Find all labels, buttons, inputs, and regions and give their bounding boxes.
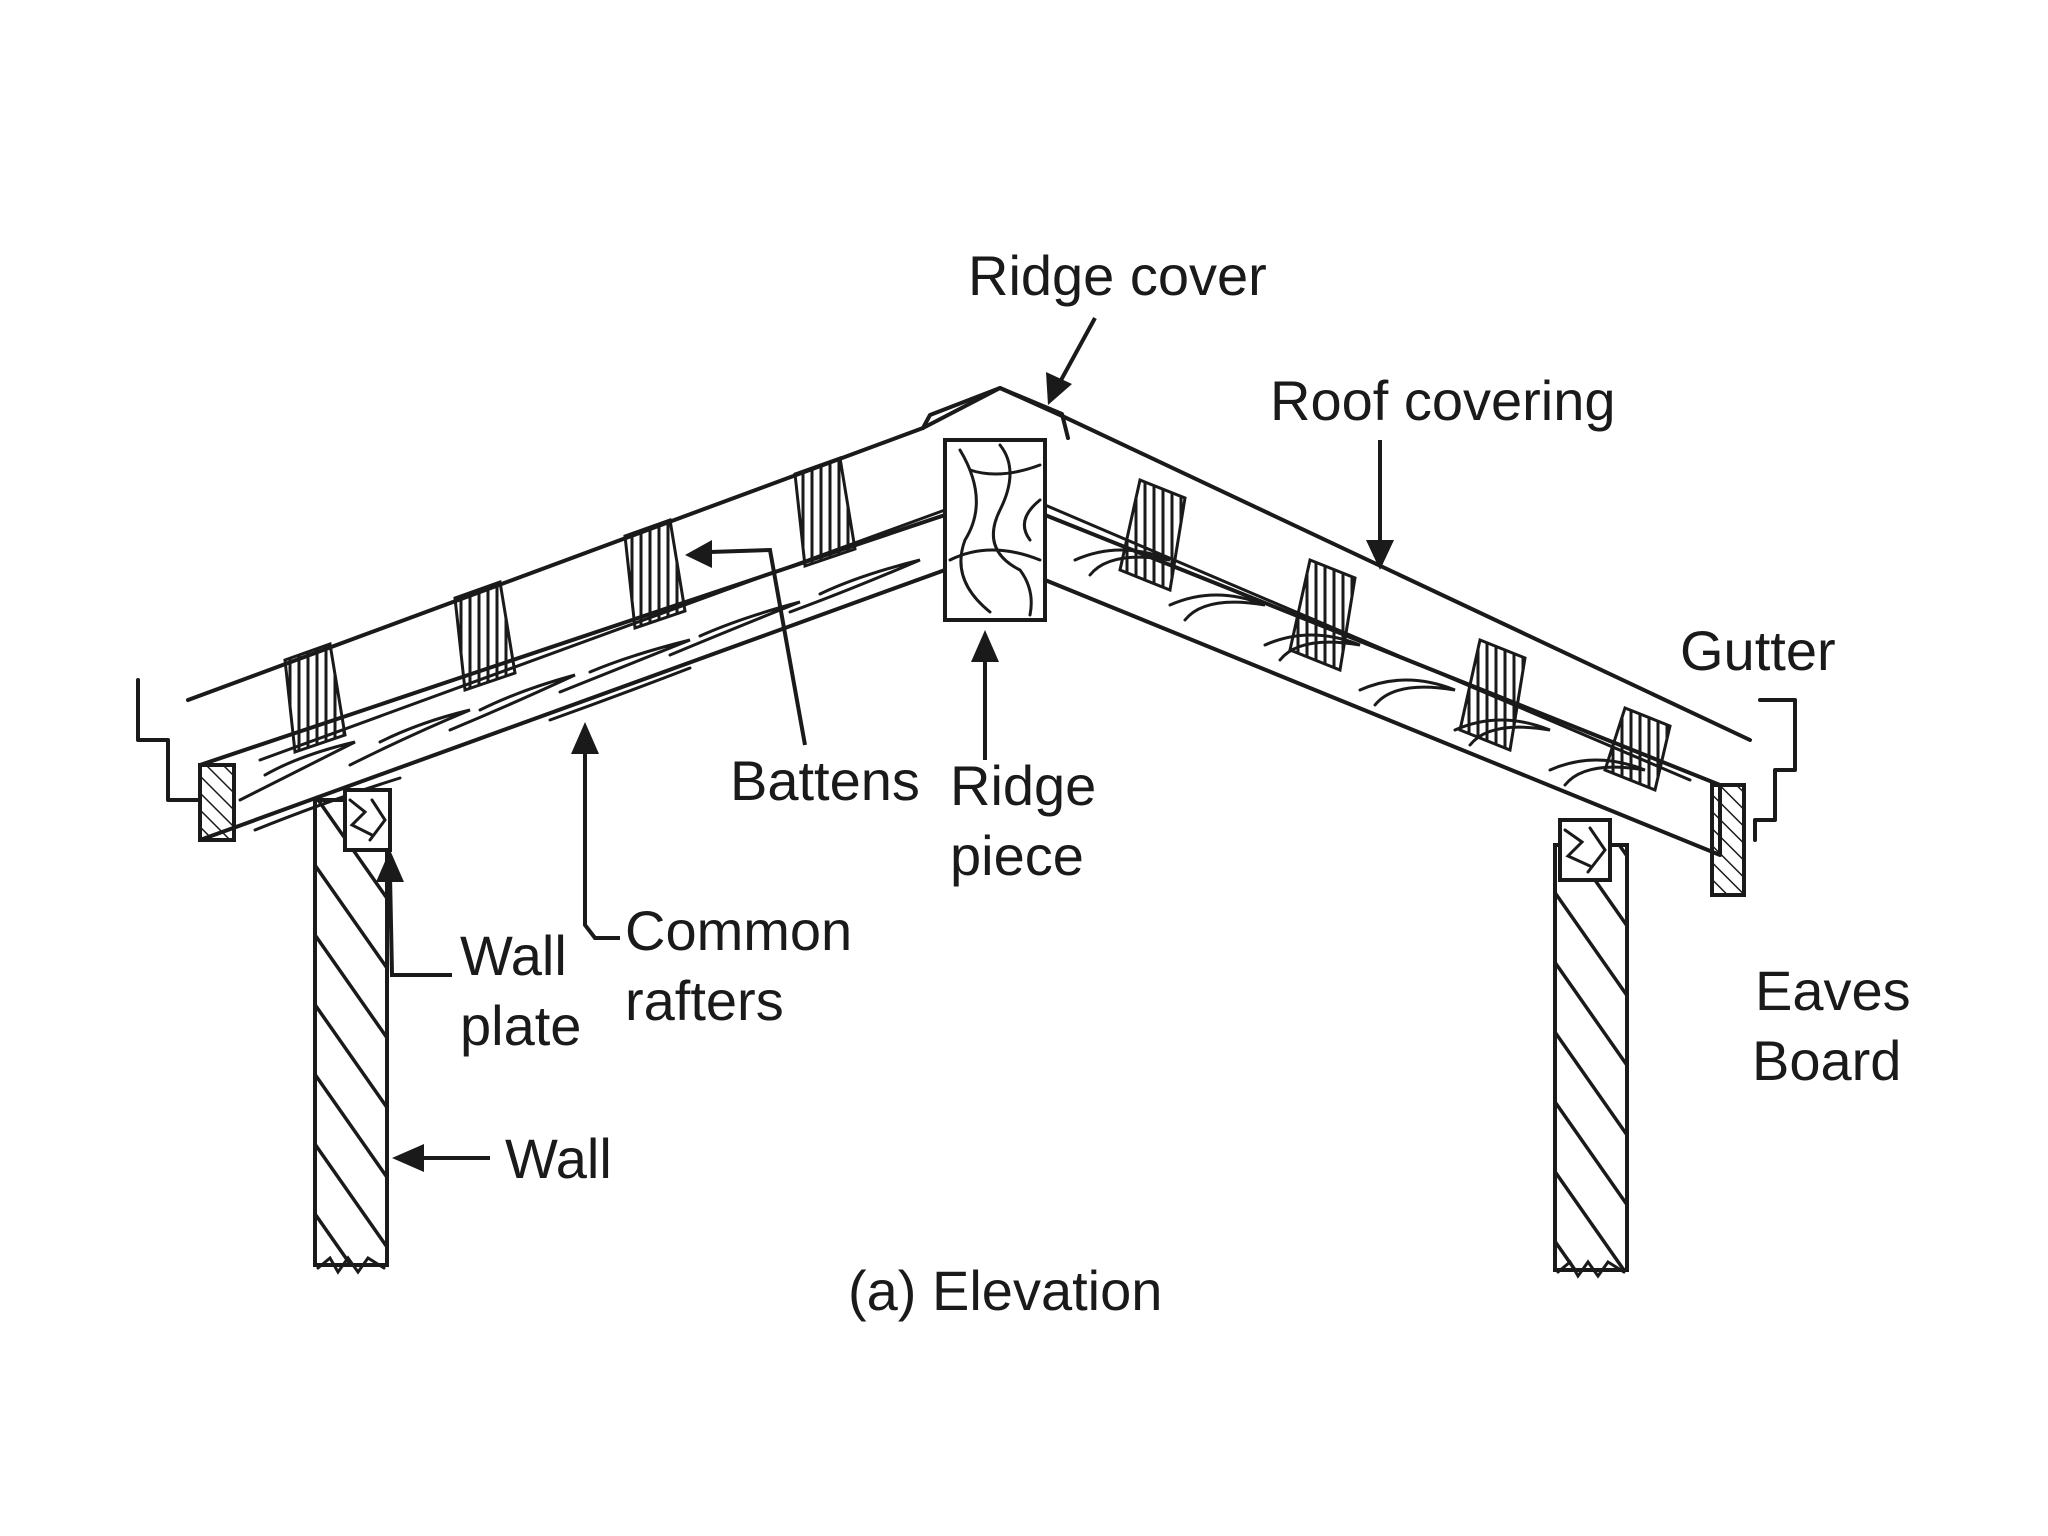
ridge-cover-arrowhead — [1046, 372, 1072, 405]
ridge-piece — [943, 438, 1047, 622]
label-wall: Wall — [505, 1127, 612, 1190]
battens-arrowhead — [685, 540, 712, 568]
batten — [1118, 477, 1187, 593]
wall-right — [1553, 843, 1629, 1272]
battens — [283, 455, 1672, 793]
gutter-right — [1753, 698, 1797, 842]
wall-plate-right — [1558, 818, 1612, 882]
label-wall-plate-line1: Wall — [460, 924, 567, 987]
batten — [283, 641, 347, 755]
label-eaves-board-line1: Eaves — [1755, 959, 1911, 1022]
label-eaves-board-line2: Board — [1752, 1029, 1901, 1092]
wall-right-break — [1556, 1259, 1626, 1279]
label-ridge-cover: Ridge cover — [968, 244, 1267, 307]
roof-covering-arrowhead — [1366, 540, 1394, 570]
label-gutter: Gutter — [1680, 619, 1836, 682]
wall-plate-leader — [388, 874, 452, 977]
wall-left-break — [316, 1255, 386, 1275]
batten — [793, 455, 857, 569]
label-common-rafters-line2: rafters — [625, 969, 784, 1032]
eaves-board-right — [1710, 783, 1746, 897]
wall-plate-left — [343, 788, 392, 852]
eaves-board-left — [198, 763, 236, 842]
ridge-piece-arrowhead — [971, 630, 999, 662]
rafter-grain-left — [238, 558, 921, 832]
label-ridge-piece-line2: piece — [950, 824, 1084, 887]
common-rafters-leader — [583, 750, 620, 940]
label-common-rafters-line1: Common — [625, 899, 852, 962]
batten — [453, 579, 517, 693]
label-roof-covering: Roof covering — [1270, 369, 1616, 432]
wall-arrowhead — [392, 1144, 424, 1172]
batten — [623, 517, 687, 631]
wall-left — [313, 798, 389, 1267]
diagram-caption: (a) Elevation — [848, 1259, 1162, 1322]
label-wall-plate-line2: plate — [460, 994, 581, 1057]
common-rafters-arrowhead — [571, 722, 599, 754]
label-ridge-piece-line1: Ridge — [950, 754, 1096, 817]
batten — [1603, 706, 1672, 793]
battens-leader — [709, 547, 807, 746]
ridge-cover-leader — [1058, 317, 1097, 383]
batten — [1458, 637, 1527, 753]
batten — [1288, 557, 1357, 673]
label-battens: Battens — [730, 749, 920, 812]
ridge-cover — [921, 386, 1070, 440]
gutter-left — [136, 678, 200, 802]
wall-plate-arrowhead — [376, 850, 404, 882]
